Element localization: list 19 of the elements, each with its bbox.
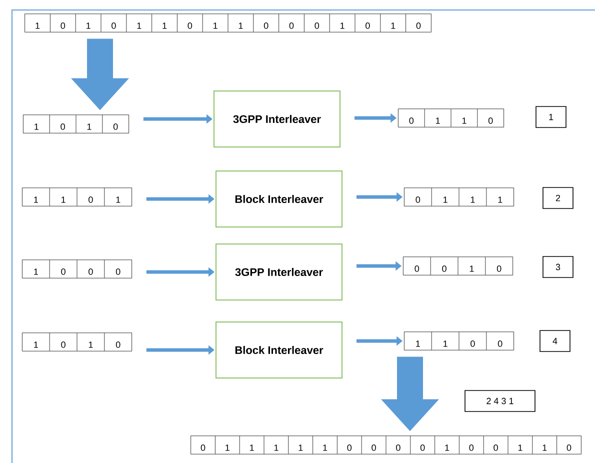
- bit-array: 1 0 1 0 1 1 0 1 1 0 0 0 1 0 1 0: [24, 14, 432, 32]
- interleaver-box: 3GPP Interleaver: [214, 90, 340, 148]
- bit-array: 1 1 0 0: [404, 332, 514, 350]
- number-box: 2: [542, 187, 574, 209]
- bit-array: 0 1 1 1 1 1 0 0 0 0 1 0 0 1 1 0: [190, 436, 582, 454]
- number-box: 1: [536, 106, 566, 128]
- bit-array: 0 1 1 0: [398, 108, 504, 128]
- bit-array: 1 0 0 0: [22, 260, 132, 278]
- bit-array: 0 0 1 0: [402, 256, 514, 276]
- number-box: 4: [540, 330, 570, 352]
- interleaver-box: Block Interleaver: [216, 322, 342, 378]
- bit-array: 0 1 1 1: [404, 188, 514, 206]
- bit-array: 1 0 1 0: [22, 332, 132, 352]
- interleaver-box: Block Interleaver: [216, 170, 342, 228]
- bit-array: 1 1 0 1: [22, 188, 132, 206]
- bit-array: 1 0 1 0: [22, 114, 130, 134]
- number-box: 3: [542, 256, 574, 278]
- number-box: 2 4 3 1: [464, 390, 536, 412]
- interleaver-box: 3GPP Interleaver: [216, 244, 342, 300]
